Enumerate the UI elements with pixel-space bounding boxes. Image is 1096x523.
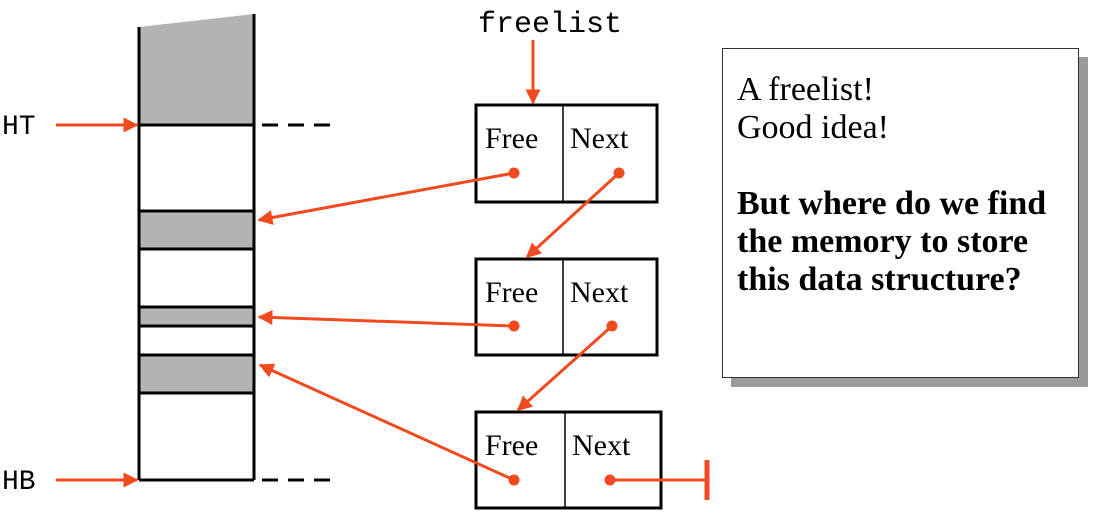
free-pointer-dot-2: [508, 320, 520, 332]
heap-allocated-block-2: [139, 307, 254, 326]
node-next-field-label: Next: [572, 429, 631, 462]
node-box: [474, 410, 663, 510]
next-pointer-arrow-2: [516, 324, 613, 412]
freelist-node-3: Free Next: [474, 410, 663, 510]
heap-column: [137, 14, 336, 482]
heap-allocated-block-1: [139, 211, 254, 249]
heap-allocated-block-3: [139, 355, 254, 393]
freelist-label: freelist: [478, 8, 622, 42]
heap-top-label: HT: [2, 112, 36, 143]
free-pointer-arrow-3: [258, 363, 515, 482]
node-box: [474, 257, 659, 357]
node-free-field-label: Free: [485, 429, 538, 462]
next-pointer-arrow-1: [525, 171, 621, 259]
heap-top-allocated-block: [139, 14, 254, 125]
note-line-2: Good idea!: [737, 109, 890, 146]
null-pointer-dot: [604, 474, 616, 486]
node-free-field-label: Free: [485, 276, 538, 309]
heap-bottom-label: HB: [2, 467, 36, 498]
freelist-node-2: Free Next: [474, 257, 659, 357]
free-pointer-dot-3: [508, 474, 520, 486]
note-question: But where do we find the memory to store…: [737, 185, 1047, 298]
free-pointer-dot-1: [508, 167, 520, 179]
note-line-1: A freelist!: [737, 71, 874, 108]
freelist-node-1: Free Next: [474, 103, 659, 204]
next-pointer-dot-1: [613, 167, 625, 179]
node-next-field-label: Next: [570, 276, 629, 309]
next-pointer-dot-2: [606, 320, 618, 332]
node-box: [474, 103, 659, 204]
free-pointer-arrow-2: [257, 309, 515, 328]
note-box: A freelist! Good idea! But where do we f…: [722, 48, 1079, 378]
node-next-field-label: Next: [570, 122, 629, 155]
free-pointer-arrow-1: [257, 171, 515, 225]
node-free-field-label: Free: [485, 122, 538, 155]
